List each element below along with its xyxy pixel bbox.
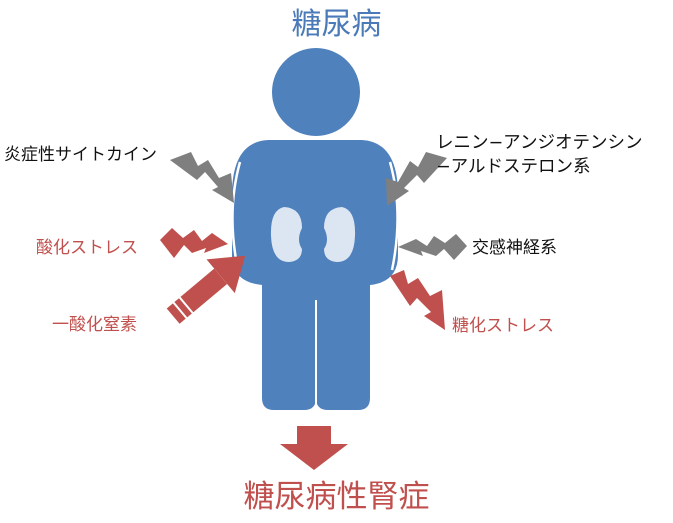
nitric-oxide-arrow-icon <box>166 255 246 324</box>
label-oxidative-stress: 酸化ストレス <box>36 238 138 258</box>
outcome-diabetic-nephropathy: 糖尿病性腎症 <box>243 479 430 515</box>
lightning-glycative-icon <box>390 270 445 330</box>
label-glycative-stress: 糖化ストレス <box>452 316 554 336</box>
figure-right-arm <box>388 161 399 271</box>
left-kidney <box>270 207 302 262</box>
right-kidney <box>324 207 356 262</box>
label-nitric-oxide: 一酸化窒素 <box>52 315 137 335</box>
human-figure <box>231 48 399 410</box>
outcome-down-arrow-icon <box>280 426 348 470</box>
label-inflammatory-cytokines: 炎症性サイトカイン <box>4 145 157 165</box>
kidneys <box>270 207 356 262</box>
label-sympathetic-nervous-system: 交感神経系 <box>472 238 557 258</box>
lightning-cytokines-icon <box>170 152 234 203</box>
figure-head <box>272 48 360 136</box>
label-raas-line2: −アルドステロン系 <box>436 157 591 177</box>
label-raas-line1: レニン−アンジオテンシン <box>436 133 643 153</box>
figure-torso <box>232 140 398 410</box>
title-diabetes: 糖尿病 <box>291 7 382 42</box>
lightning-sympathetic-icon <box>398 234 467 260</box>
lightning-raas-icon <box>386 152 447 206</box>
lightning-oxidative-icon <box>160 228 228 258</box>
